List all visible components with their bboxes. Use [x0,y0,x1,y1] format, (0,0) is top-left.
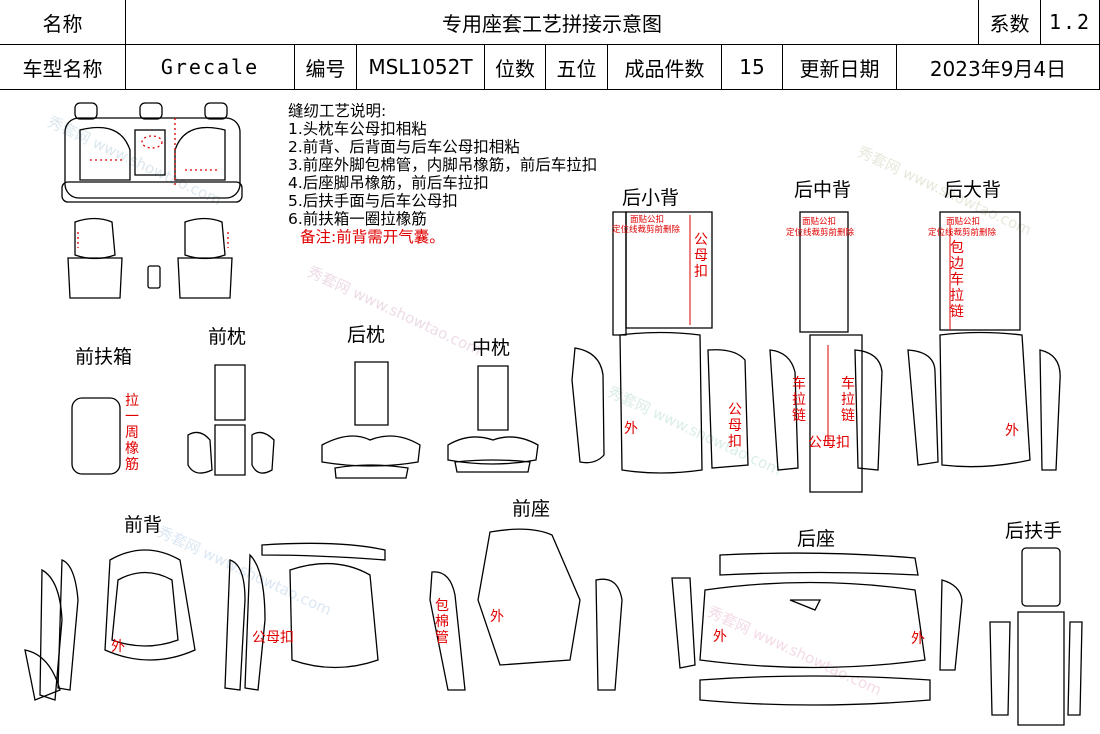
annot-outer: 外 [624,421,638,437]
annot-outer: 外 [713,629,727,645]
label-mid-pillow: 中枕 [472,337,511,359]
annot-snap-vertical: 公母扣 [728,402,742,450]
header-table: 名称 专用座套工艺拼接示意图 系数 1.2 车型名称 Grecale 编号 MS… [0,0,1100,90]
note-item: 4.后座脚吊橡筋，前后车拉扣 [288,174,489,192]
annot-trim-note: 定位线裁剪前删除 [612,225,681,235]
annot-face-snap: 面贴公扣 [630,215,665,225]
annot-snap-bottom: 公母扣 [808,435,850,451]
annot-outer: 外 [490,609,504,625]
coef-label: 系数 [979,0,1041,45]
date-value: 2023年9月4日 [897,45,1100,90]
model-label: 车型名称 [0,45,126,90]
label-front-armbox: 前扶箱 [75,346,133,368]
seat-label: 位数 [485,45,546,90]
label-rear-small-back: 后小背 [622,187,680,209]
rear-pillow-pattern [321,361,421,479]
seat-overview-icon [61,102,243,299]
model-value: Grecale [126,45,295,90]
date-label: 更新日期 [783,45,897,90]
pieces-value: 15 [722,45,783,90]
sheet-title: 专用座套工艺拼接示意图 [126,0,979,45]
rear-big-back-pattern [907,211,1061,471]
label-front-back: 前背 [124,514,163,536]
front-pillow-pattern [187,364,275,476]
annot-snap-vertical: 公母扣 [694,232,708,280]
code-value: MSL1052T [357,45,485,90]
annot-outer: 外 [1005,423,1019,439]
annot-cotton-tube: 包棉管 [435,598,449,646]
pieces-label: 成品件数 [608,45,722,90]
annot-face-snap: 面贴公扣 [946,217,981,227]
rear-armrest-pattern [989,547,1083,726]
label-rear-seat: 后座 [797,528,836,550]
label-rear-armrest: 后扶手 [1005,520,1063,542]
note-item: 5.后扶手面与后车公母扣 [288,192,458,210]
sewing-notes: 缝纫工艺说明: 1.头枕车公母扣相粘 2.前背、后背面与后车公母扣相粘 3.前座… [288,102,597,246]
label-rear-pillow: 后枕 [347,324,386,346]
annot-outer: 外 [911,631,925,647]
note-item: 3.前座外脚包棉管，内脚吊橡筋，前后车拉扣 [288,156,598,174]
label-rear-big-back: 后大背 [944,179,1002,201]
mid-pillow-pattern [447,365,539,473]
rear-small-back-pattern [571,211,749,474]
front-back-pattern [24,542,386,701]
code-label: 编号 [295,45,357,90]
label-front-seat: 前座 [512,498,551,520]
annot-outer: 外 [111,639,125,655]
annot-zip-left: 车拉链 [792,376,806,424]
rear-mid-back-pattern [769,211,883,493]
annot-snap-label: 公母扣 [252,630,294,646]
note-item: 6.前扶箱一圈拉橡筋 [288,210,427,228]
notes-title: 缝纫工艺说明: [288,102,387,120]
remark: 备注:前背需开气囊。 [300,228,445,246]
rear-seat-pattern [671,552,963,706]
annot-face-snap: 面贴公扣 [802,217,837,227]
name-label: 名称 [0,0,126,45]
label-rear-mid-back: 后中背 [794,179,852,201]
annot-trim-note: 定位线裁剪前删除 [786,228,855,238]
annot-trim-note: 定位线裁剪前删除 [928,228,997,238]
note-item: 1.头枕车公母扣相粘 [288,120,427,138]
annot-zipper-around: 拉一周橡筋 [125,393,139,473]
annot-zip-right: 车拉链 [841,376,855,424]
label-front-pillow: 前枕 [208,326,247,348]
annot-edge-zip: 包边车拉链 [950,240,964,320]
seat-value: 五位 [546,45,608,90]
front-seat-pattern [429,528,623,691]
front-armbox-pattern [71,397,121,475]
note-item: 2.前背、后背面与后车公母扣相粘 [288,138,520,156]
